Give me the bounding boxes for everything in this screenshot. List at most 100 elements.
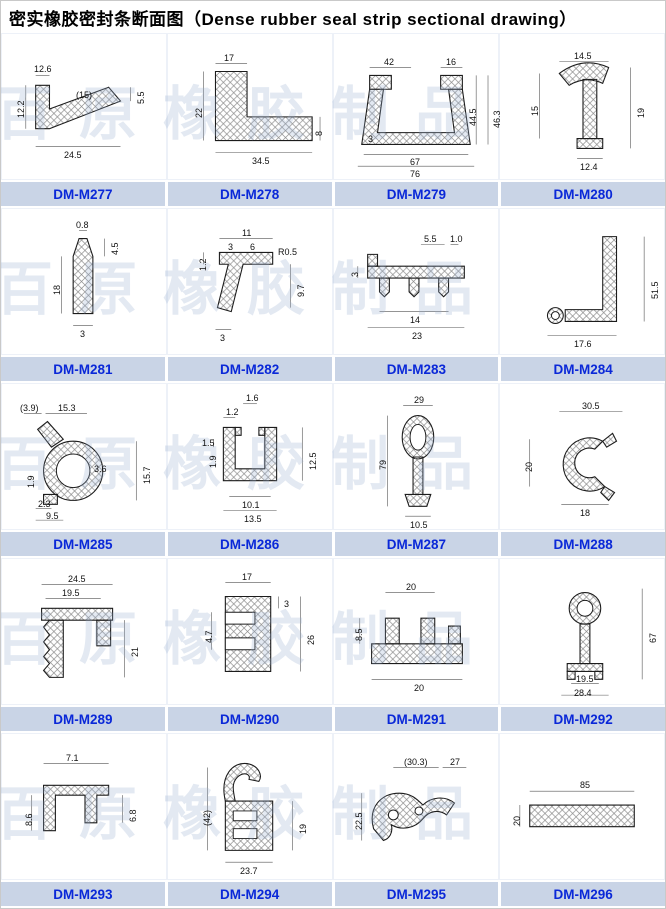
drawing-cell-dm-m280: 14.5 15 19 12.4 <box>499 33 665 180</box>
dim-label: 16 <box>446 57 457 67</box>
drawing-cell-dm-m296: 85 20 <box>499 733 665 880</box>
dim-label: R0.5 <box>278 247 298 257</box>
dim-label: 5.5 <box>424 234 437 244</box>
dim-label: 19 <box>636 107 646 118</box>
dim-label: 12.6 <box>34 64 52 74</box>
model-label: DM-M296 <box>501 882 665 906</box>
section-drawing-icon <box>357 67 489 167</box>
section-drawing-icon <box>546 236 645 336</box>
section-drawing-icon <box>359 592 463 680</box>
section-drawing-icon <box>207 763 293 863</box>
dim-label: 1.2 <box>226 407 239 417</box>
drawing-cell-dm-m295: (30.3) 27 22.5 <box>333 733 499 880</box>
dim-label: 3 <box>228 242 234 252</box>
dim-label: 26 <box>306 634 316 645</box>
dim-label: 46.3 <box>492 110 502 128</box>
model-label: DM-M277 <box>1 182 165 206</box>
dim-label: 1.5 <box>202 438 215 448</box>
drawing-row-1: 百原橡胶制品 12.6 12.2 (15) 5.5 24.5 17 22 8 3… <box>1 33 665 180</box>
section-drawing-icon <box>61 230 106 326</box>
drawing-cell-dm-m289: 24.5 19.5 21 <box>1 558 167 705</box>
dim-label: 76 <box>410 169 421 179</box>
dim-label: (42) <box>202 809 212 826</box>
dim-label: 1.9 <box>26 475 36 488</box>
dim-label: (30.3) <box>404 757 428 767</box>
dim-label: 22 <box>194 107 204 118</box>
dim-label: 30.5 <box>582 401 600 411</box>
section-drawing-icon <box>203 63 321 153</box>
dim-label: 3 <box>284 599 290 609</box>
drawing-row-3: 百原橡胶制品 (3.9) 15.3 15.7 3.6 1.9 2.3 9.5 <box>1 383 665 530</box>
dim-label: 20 <box>524 461 534 472</box>
dim-label: 85 <box>580 780 591 790</box>
drawing-cell-dm-m285: (3.9) 15.3 15.7 3.6 1.9 2.3 9.5 <box>1 383 167 530</box>
dim-label: 20 <box>512 815 522 826</box>
section-drawing-icon <box>357 244 465 328</box>
dim-label: 3 <box>368 134 374 144</box>
model-label: DM-M285 <box>1 532 165 556</box>
dim-label: 12.4 <box>580 162 598 172</box>
dim-label: 6.8 <box>128 809 138 822</box>
section-drawing-icon <box>529 411 623 505</box>
dim-label: 2.3 <box>38 499 51 509</box>
dim-label: 8 <box>314 130 324 136</box>
section-drawing-icon <box>561 588 643 696</box>
drawing-cell-dm-m284: 51.5 17.6 <box>499 208 665 355</box>
section-drawing-icon <box>23 413 137 521</box>
dim-label: 10.1 <box>242 500 260 510</box>
model-label: DM-M292 <box>501 707 665 731</box>
section-drawing-icon <box>519 790 635 828</box>
dim-label: 23 <box>412 331 423 341</box>
page-header: 密实橡胶密封条断面图（Dense rubber seal strip secti… <box>1 1 665 33</box>
dim-label: 17 <box>224 53 235 63</box>
dim-label: 8.5 <box>354 628 364 641</box>
dim-label: 1.9 <box>208 455 218 468</box>
dim-label: 44.5 <box>468 108 478 126</box>
drawing-cell-dm-m279: 42 16 44.5 46.3 3 67 76 <box>333 33 502 180</box>
dim-label: 15.3 <box>58 403 76 413</box>
model-label: DM-M283 <box>334 357 499 381</box>
drawing-cell-dm-m277: 12.6 12.2 (15) 5.5 24.5 <box>1 33 167 180</box>
dim-label: 23.7 <box>240 866 258 876</box>
dim-label: 27 <box>450 757 461 767</box>
section-drawing-icon <box>203 238 291 330</box>
dim-label: 4.5 <box>110 242 120 255</box>
section-drawing-icon <box>25 75 131 147</box>
dim-label: 42 <box>384 57 395 67</box>
drawing-cell-dm-m281: 0.8 4.5 18 3 <box>1 208 167 355</box>
dim-label: 24.5 <box>68 574 86 584</box>
dim-label: 11 <box>242 228 252 238</box>
dim-label: 9.7 <box>296 284 306 297</box>
dim-label: (3.9) <box>20 403 39 413</box>
label-band-3: DM-M285 DM-M286 DM-M287 DM-M288 <box>1 530 665 558</box>
drawing-row-5: 百原橡胶制品 7.1 6.8 8.6 (42) 19 23.7 <box>1 733 665 880</box>
model-label: DM-M288 <box>501 532 665 556</box>
dim-label: 22.5 <box>354 812 364 830</box>
dim-label: 28.4 <box>574 688 592 698</box>
dim-label: 24.5 <box>64 150 82 160</box>
section-drawing-icon <box>41 584 125 678</box>
model-label: DM-M295 <box>334 882 499 906</box>
model-label: DM-M284 <box>501 357 665 381</box>
dim-label: 17 <box>242 572 253 582</box>
drawing-cell-dm-m290: 17 3 4.7 26 <box>167 558 333 705</box>
dim-label: 29 <box>414 395 425 405</box>
dim-label: 15 <box>530 105 540 116</box>
dim-label: 19.5 <box>62 588 80 598</box>
dim-label: 18 <box>52 284 62 295</box>
drawing-cell-dm-m282: 11 6 3 R0.5 1.2 9.7 3 <box>167 208 333 355</box>
model-label: DM-M291 <box>334 707 499 731</box>
model-label: DM-M281 <box>1 357 165 381</box>
dim-label: 67 <box>648 632 658 643</box>
drawing-row-2: 百原橡胶制品 0.8 4.5 18 3 11 6 3 R0.5 1.2 9.7 … <box>1 208 665 355</box>
dim-label: 14 <box>410 315 421 325</box>
drawing-cell-dm-m292: 67 19.5 28.4 <box>499 558 665 705</box>
dim-label: 67 <box>410 157 421 167</box>
dim-label: 4.7 <box>204 630 214 643</box>
drawing-cell-dm-m286: 1.6 1.2 1.5 1.9 12.5 10.1 13.5 <box>167 383 333 530</box>
drawing-cell-dm-m283: 5.5 1.0 3 14 23 <box>333 208 499 355</box>
dim-label: 9.5 <box>46 511 59 521</box>
dim-label: 1.2 <box>198 258 208 271</box>
dim-label: 8.6 <box>24 813 34 826</box>
